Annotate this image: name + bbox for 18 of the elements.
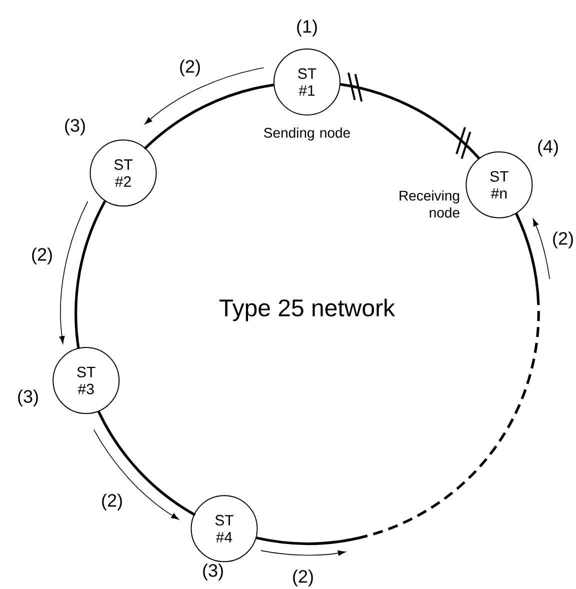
node-caption: Receiving node (400, 190, 460, 218)
ring-line (340, 83, 481, 160)
step-number: (4) (538, 140, 558, 156)
ring-line (256, 212, 540, 545)
step-number: (2) (180, 60, 200, 76)
ring-line (74, 200, 106, 350)
node-caption: Sending node (264, 127, 350, 141)
step-number: (1) (297, 20, 317, 36)
step-number: (2) (293, 570, 313, 586)
step-number: (2) (102, 494, 122, 510)
ring-line (143, 84, 274, 150)
ring-line (97, 411, 196, 516)
step-number: (3) (65, 118, 85, 136)
step-number: (3) (18, 390, 38, 406)
step-number: (3) (203, 564, 223, 580)
network-title: Type 25 network (219, 298, 396, 322)
step-number: (2) (553, 232, 573, 248)
step-number: (2) (32, 248, 52, 264)
